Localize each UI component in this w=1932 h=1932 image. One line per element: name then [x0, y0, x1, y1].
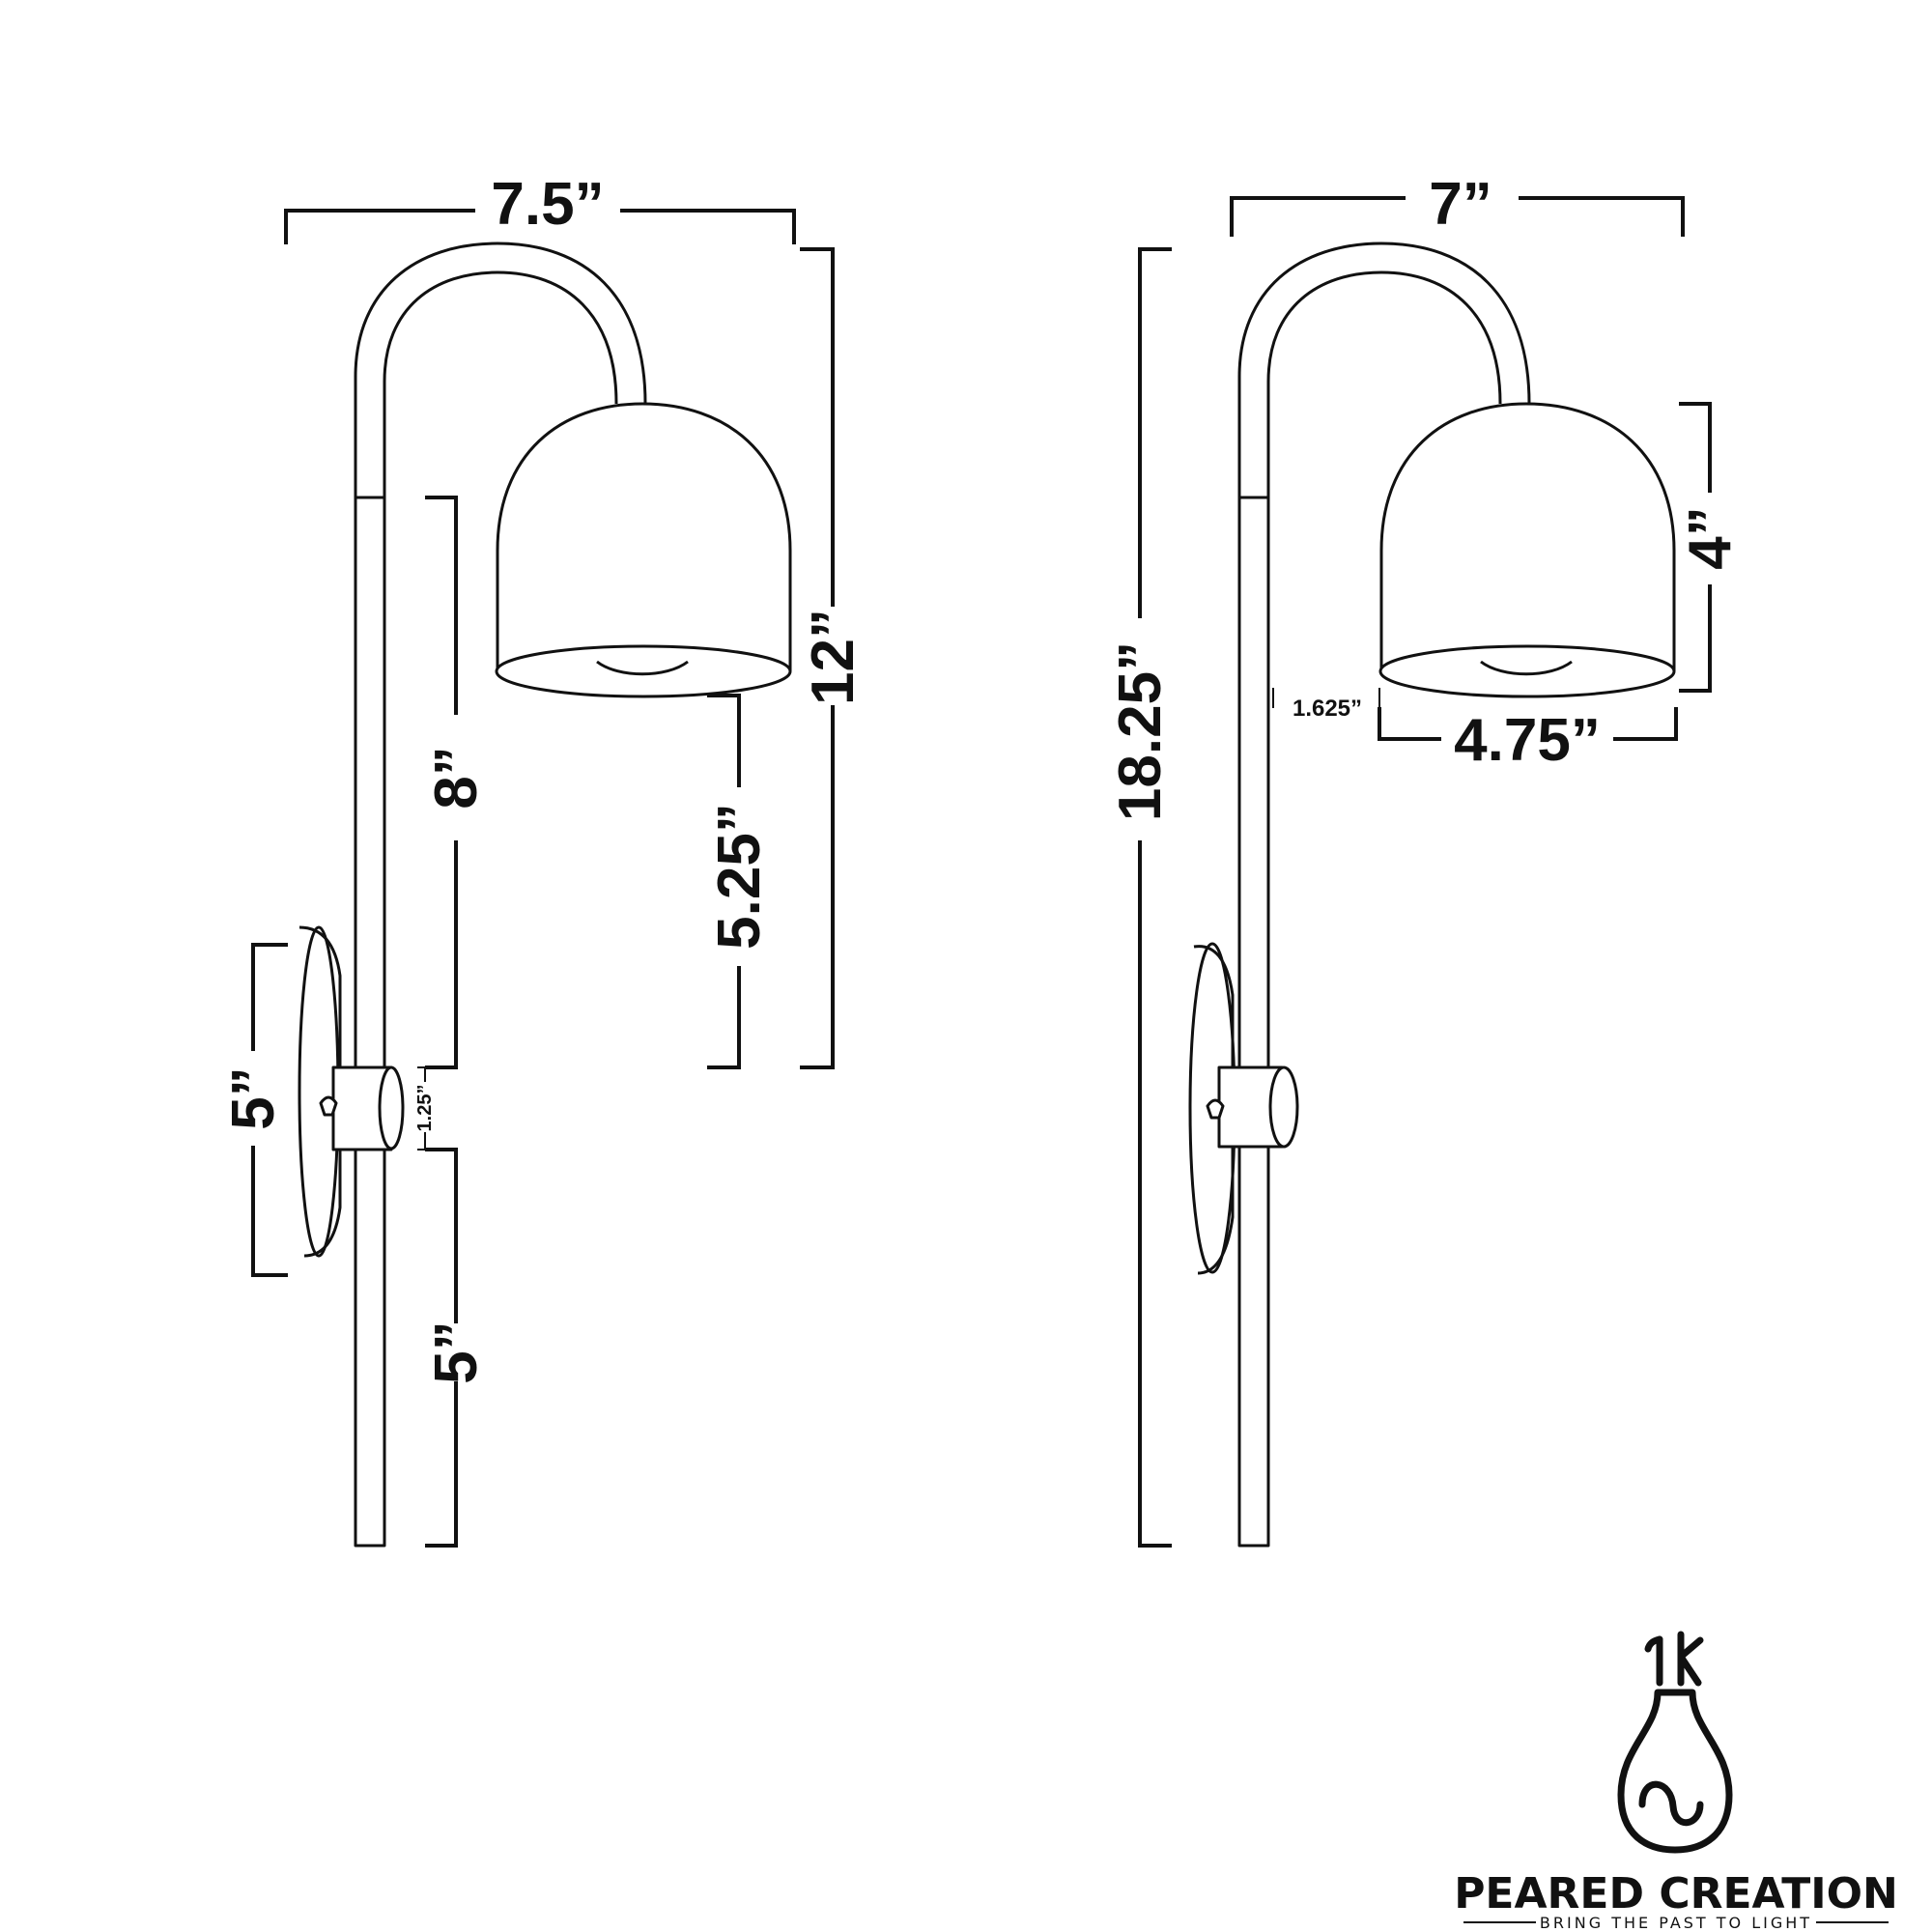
right-width-label: 7” — [1429, 171, 1492, 238]
right-dimension-lines — [1138, 196, 1712, 1548]
pear-bulb-logo — [1617, 1631, 1733, 1854]
right-shade-width-label: 4.75” — [1454, 707, 1601, 774]
left-lamp-drawing — [298, 242, 792, 1548]
left-dimension-lines — [251, 209, 835, 1548]
left-cup-height-label: 1.25” — [414, 1085, 436, 1132]
left-shade-drop-label: 5.25” — [706, 803, 773, 950]
left-backplate-label: 5” — [220, 1066, 287, 1129]
brand-tagline: BRING THE PAST TO LIGHT — [1540, 1914, 1812, 1932]
left-height-label: 12” — [800, 609, 867, 705]
left-rod-upper-label: 8” — [423, 746, 490, 809]
left-rod-lower-label: 5” — [423, 1321, 490, 1383]
left-width-label: 7.5” — [491, 171, 604, 238]
right-shade-offset-label: 1.625” — [1293, 696, 1362, 722]
right-shade-height-label: 4” — [1677, 506, 1744, 569]
right-height-label: 18.25” — [1107, 641, 1174, 821]
brand-name: PEARED CREATION — [1454, 1869, 1898, 1918]
right-lamp-drawing — [1188, 242, 1676, 1548]
